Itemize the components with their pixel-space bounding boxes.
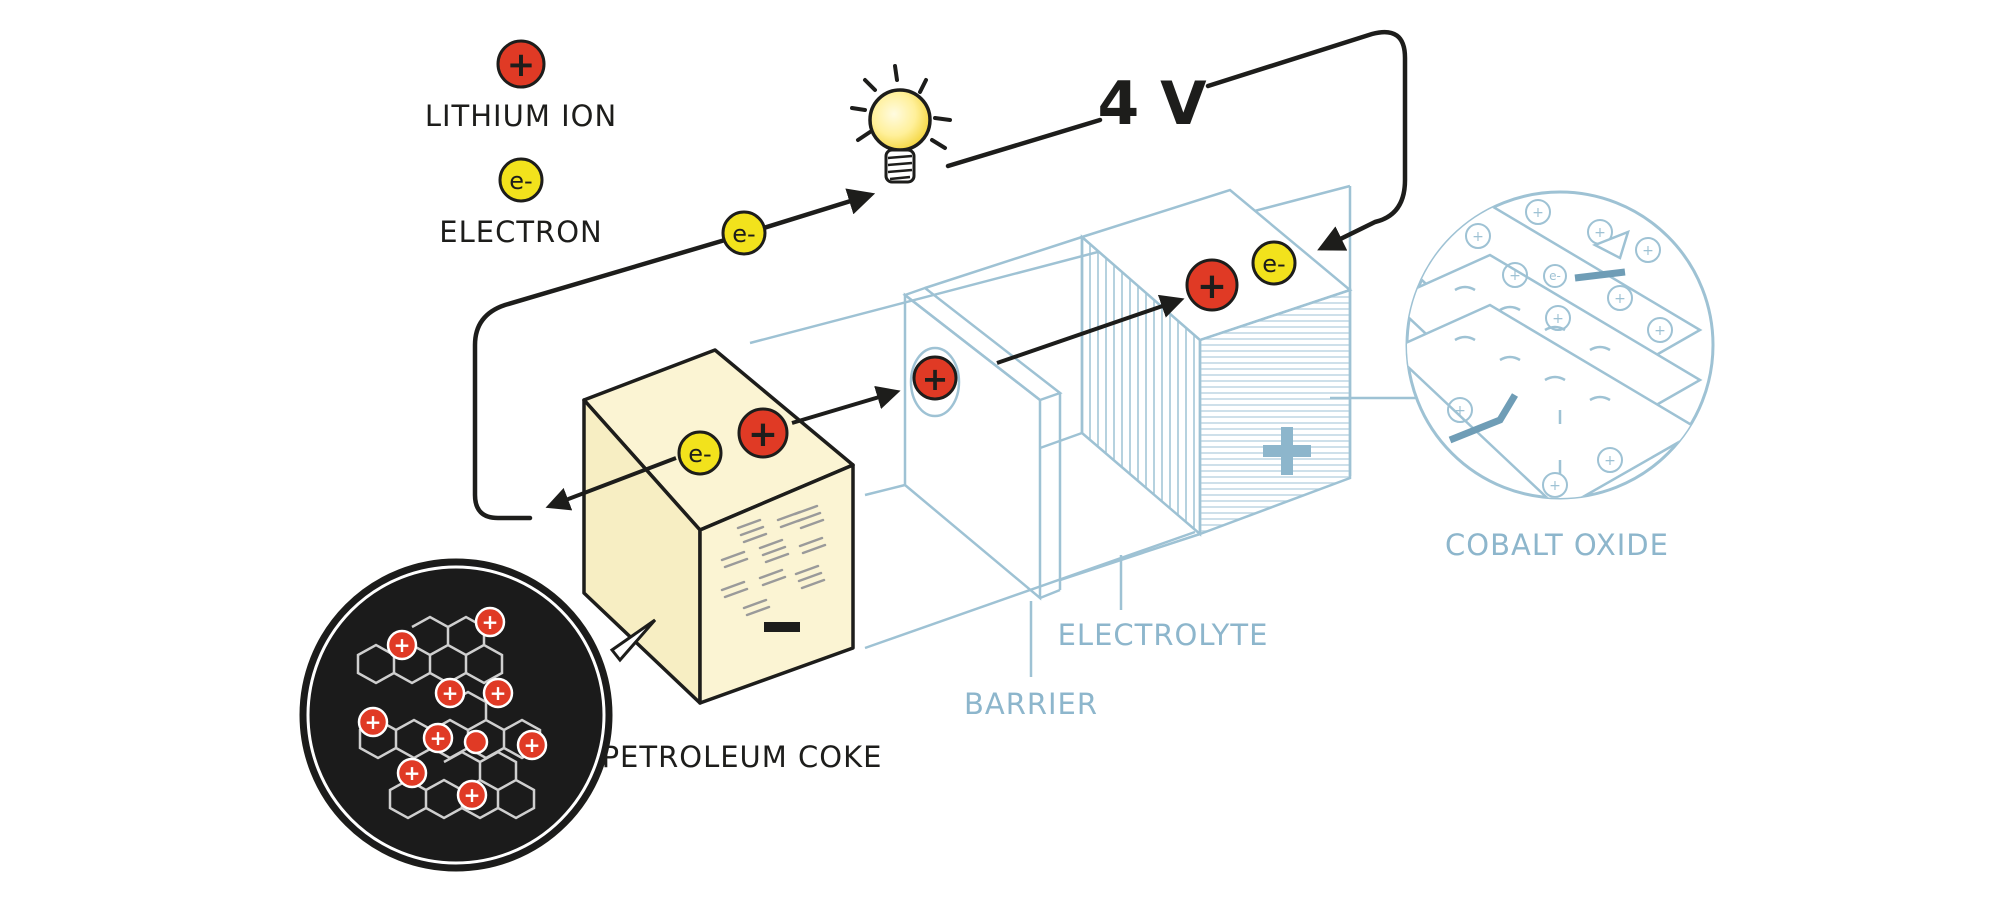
voltage-label: 4 V <box>1097 69 1207 139</box>
lightbulb-icon <box>850 64 952 184</box>
petroleum-coke-zoom: + + + + + + + + + <box>299 558 657 872</box>
legend: + LITHIUM ION e- ELECTRON <box>425 39 617 249</box>
svg-text:e-: e- <box>688 440 711 468</box>
barrier-label: BARRIER <box>964 687 1098 721</box>
svg-text:+: + <box>442 681 459 705</box>
legend-electron-label: ELECTRON <box>439 215 602 249</box>
anode-ion-icon: + <box>737 407 789 459</box>
svg-text:+: + <box>748 414 778 455</box>
svg-text:+: + <box>1509 268 1521 284</box>
electrolyte-label: ELECTROLYTE <box>1058 618 1269 652</box>
electron-icon: e- <box>498 157 544 203</box>
svg-text:+: + <box>404 761 421 785</box>
cobalt-oxide-zoom: + + + + + + + + + + + e- COBALT OXIDE <box>1330 190 1715 562</box>
svg-text:+: + <box>394 633 411 657</box>
anode-graphite-marks <box>720 504 827 617</box>
anode-block <box>582 348 855 705</box>
svg-text:+: + <box>430 726 447 750</box>
svg-text:+: + <box>482 610 499 634</box>
cathode-block <box>1079 188 1353 537</box>
petroleum-coke-label: PETROLEUM COKE <box>602 740 883 774</box>
cathode-ion-icon: + <box>1185 258 1239 312</box>
svg-text:+: + <box>1472 229 1484 245</box>
svg-text:+: + <box>507 45 536 85</box>
internal-arrows <box>545 294 1185 511</box>
cathode-plus-sign <box>1263 427 1311 475</box>
svg-text:+: + <box>922 360 949 398</box>
svg-text:+: + <box>1594 225 1606 241</box>
anode-electron-icon: e- <box>677 430 723 476</box>
cobalt-oxide-label: COBALT OXIDE <box>1445 528 1669 562</box>
svg-text:+: + <box>464 783 481 807</box>
svg-text:e-: e- <box>1262 250 1285 278</box>
legend-lithium-ion-label: LITHIUM ION <box>425 99 617 133</box>
svg-text:e-: e- <box>1549 269 1561 283</box>
svg-text:+: + <box>524 733 541 757</box>
svg-text:+: + <box>1654 323 1666 339</box>
svg-text:+: + <box>1642 243 1654 259</box>
svg-text:+: + <box>1614 291 1626 307</box>
barrier-ion-icon: + <box>909 346 961 418</box>
svg-text:+: + <box>365 710 382 734</box>
svg-text:e-: e- <box>509 167 532 195</box>
svg-text:e-: e- <box>732 220 755 248</box>
svg-text:+: + <box>1604 453 1616 469</box>
anode-minus-sign <box>764 622 800 632</box>
cathode-electron-icon: e- <box>1251 240 1297 286</box>
svg-text:+: + <box>1454 403 1466 419</box>
lithium-ion-icon: + <box>496 39 546 89</box>
svg-text:+: + <box>1532 205 1544 221</box>
circuit-electron-icon: e- <box>721 210 767 256</box>
svg-text:+: + <box>1552 311 1564 327</box>
svg-text:+: + <box>1549 478 1561 494</box>
svg-text:+: + <box>490 681 507 705</box>
svg-text:+: + <box>1197 266 1227 307</box>
coke-lithium-ions: + + + + + + + + + <box>357 606 548 811</box>
